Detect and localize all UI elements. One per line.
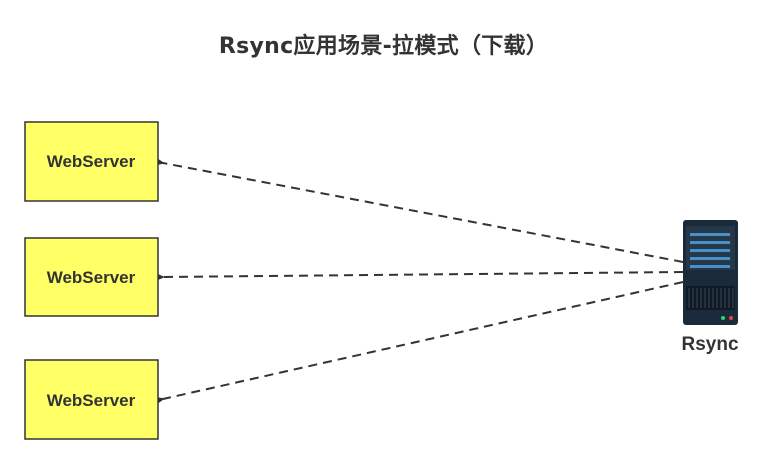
server-icon (683, 220, 738, 325)
edge-rsync-to-webserver-2 (152, 271, 684, 283)
edge-rsync-to-webserver-1 (152, 156, 684, 263)
webserver-node-2[interactable]: WebServer (24, 237, 159, 317)
webserver-box (24, 121, 159, 202)
webserver-label: WebServer (47, 268, 136, 287)
edges (152, 156, 684, 407)
webserver-label: WebServer (47, 391, 136, 410)
webserver-node-3[interactable]: WebServer (24, 359, 159, 440)
webserver-label: WebServer (47, 152, 136, 171)
webserver-box (24, 237, 159, 317)
rsync-label: Rsync (681, 334, 738, 355)
webserver-node-1[interactable]: WebServer (24, 121, 159, 202)
edge-rsync-to-webserver-3 (152, 281, 684, 407)
rsync-server-node[interactable]: Rsync (681, 220, 739, 355)
diagram-title: Rsync应用场景-拉模式（下载） (218, 34, 549, 59)
webserver-box (24, 359, 159, 440)
